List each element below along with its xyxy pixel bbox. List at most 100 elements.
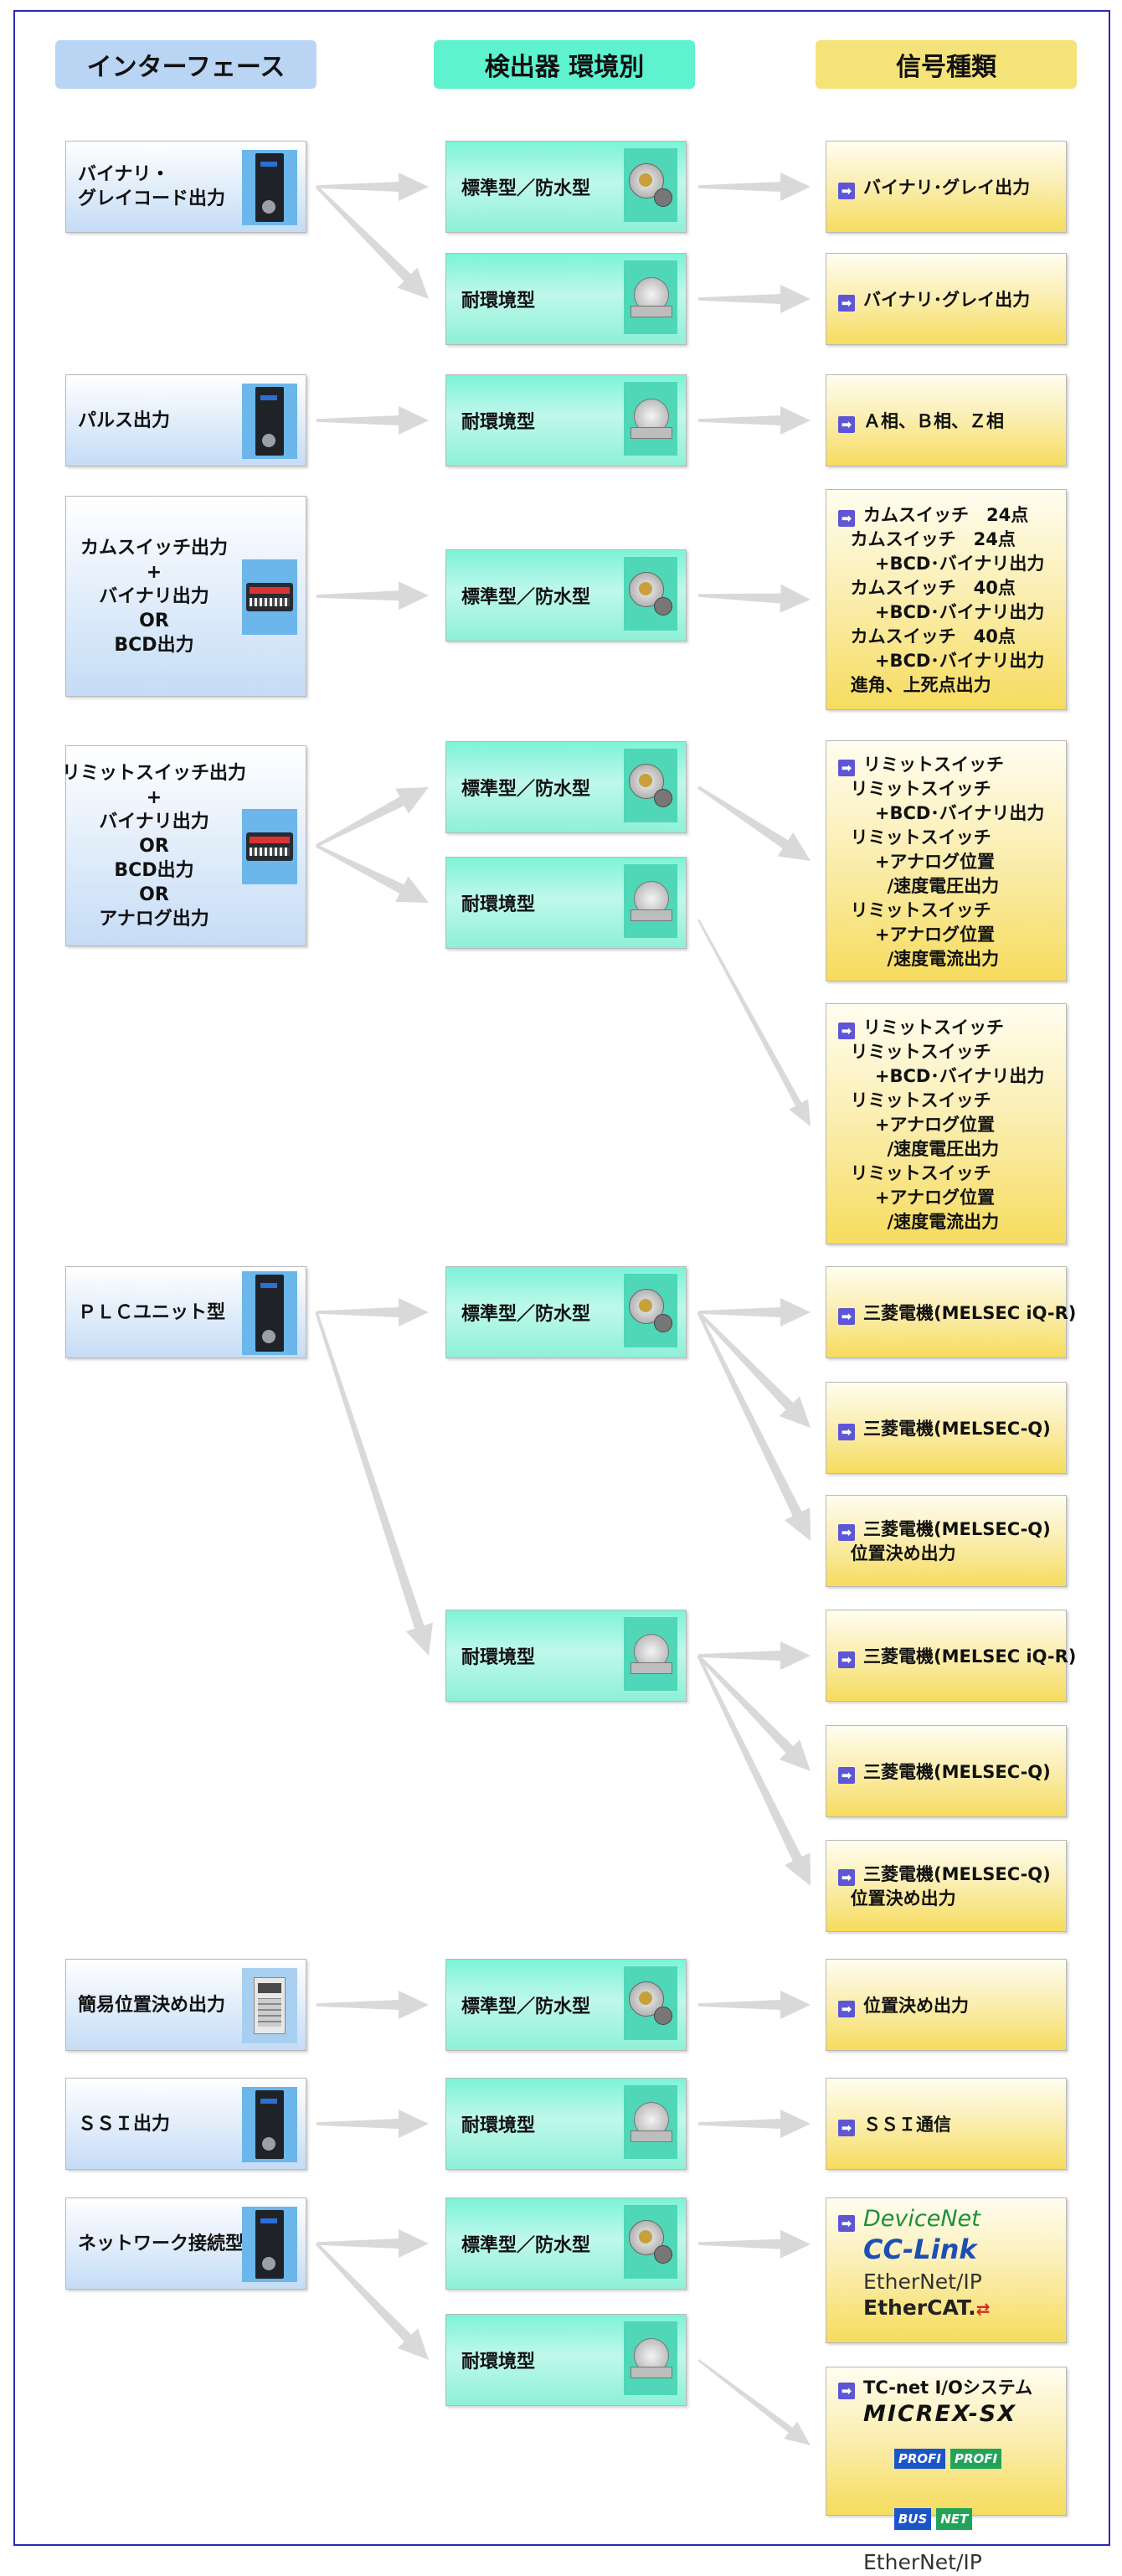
profinet-logo-top: PROFI xyxy=(950,2449,1002,2469)
flow-arrow xyxy=(315,1311,433,1656)
arrow-bullet-icon: ➡ xyxy=(838,294,855,312)
arrow-bullet-icon: ➡ xyxy=(838,1524,855,1541)
absocoder-encoder-icon xyxy=(624,864,677,938)
signal-line: カムスイッチ 40点 xyxy=(838,576,1059,600)
signal-line-text: 三菱電機(MELSEC-Q) xyxy=(863,1418,1051,1439)
interface-label-line: BCD出力 xyxy=(114,859,194,881)
controller-device-icon xyxy=(242,809,297,884)
signal-line-text: リミットスイッチ xyxy=(863,754,1004,775)
flow-arrow xyxy=(697,2229,811,2259)
profinet-logo-bottom: NET xyxy=(936,2508,973,2530)
signal-line: +BCD･バイナリ出力 xyxy=(838,1064,1059,1089)
signal-line-text: /速度電圧出力 xyxy=(838,875,1000,896)
detector-label: 耐環境型 xyxy=(461,291,536,312)
flow-arrow xyxy=(317,173,429,201)
signal-line: カムスイッチ 24点 xyxy=(838,528,1059,552)
interface-label: ＳＳＩ出力 xyxy=(78,2079,170,2169)
signal-line-text: Ａ相、Ｂ相、Ｚ相 xyxy=(863,410,1004,431)
signal-line: ➡カムスイッチ 24点 xyxy=(838,503,1059,528)
arrow-bullet-icon: ➡ xyxy=(838,2215,855,2232)
signal-line: ➡ バイナリ･グレイ出力 xyxy=(838,176,1059,200)
signal-line: ➡三菱電機(MELSEC iQ-R) xyxy=(838,1645,1076,1669)
signal-line-text: 三菱電機(MELSEC-Q) xyxy=(863,1519,1051,1539)
flow-arrow xyxy=(317,1991,429,2019)
signal-line-text: 三菱電機(MELSEC-Q) xyxy=(863,1864,1051,1884)
signal-box: ➡リミットスイッチ リミットスイッチ +BCD･バイナリ出力 リミットスイッチ … xyxy=(826,1003,1067,1244)
detector-label: 耐環境型 xyxy=(461,894,536,915)
absocoder-encoder-icon xyxy=(624,1966,677,2040)
absocoder-encoder-icon xyxy=(624,557,677,631)
signal-box: ➡ バイナリ･グレイ出力 xyxy=(826,141,1067,233)
controller-device-icon xyxy=(242,559,297,635)
signal-line-text: リミットスイッチ xyxy=(838,778,991,799)
signal-text: ➡ ＳＳＩ通信 xyxy=(838,2113,1059,2137)
flow-arrow xyxy=(317,1298,429,1327)
arrow-bullet-icon: ➡ xyxy=(838,1307,855,1325)
detector-box: 耐環境型 xyxy=(445,2314,687,2406)
detector-label: 標準型／防水型 xyxy=(461,178,591,199)
flow-arrow xyxy=(316,581,429,611)
signal-line: 進角、上死点出力 xyxy=(838,673,1059,698)
interface-label-line: ＳＳＩ出力 xyxy=(78,2113,171,2135)
profibus-logo-bottom: BUS xyxy=(893,2508,932,2530)
signal-line-text: 位置決め出力 xyxy=(838,1543,956,1564)
detector-box: 耐環境型 xyxy=(445,2078,687,2170)
interface-box: バイナリ・グレイコード出力 xyxy=(65,141,306,233)
signal-text: ➡リミットスイッチ リミットスイッチ +BCD･バイナリ出力 リミットスイッチ … xyxy=(838,1016,1059,1234)
signal-line: +BCD･バイナリ出力 xyxy=(838,649,1059,673)
flow-arrow xyxy=(315,2242,429,2360)
header-detector: 検出器 環境別 xyxy=(434,40,695,89)
arrow-bullet-icon: ➡ xyxy=(838,2119,855,2136)
signal-line-text: リミットスイッチ xyxy=(838,1041,991,1062)
signal-line: +BCD･バイナリ出力 xyxy=(838,801,1059,826)
arrow-bullet-icon: ➡ xyxy=(838,182,855,199)
interface-label-line: OR xyxy=(139,884,169,905)
signal-line-text: +アナログ位置 xyxy=(838,924,996,945)
interface-label-line: グレイコード出力 xyxy=(78,188,226,209)
interface-label-line: カムスイッチ出力 xyxy=(80,537,228,559)
signal-line-text: バイナリ･グレイ出力 xyxy=(863,177,1031,198)
signal-line-text: ＳＳＩ通信 xyxy=(863,2114,951,2135)
arrow-bullet-icon: ➡ xyxy=(838,510,855,527)
detector-box: 標準型／防水型 xyxy=(445,1959,687,2051)
detector-box: 耐環境型 xyxy=(445,253,687,345)
detector-box: 標準型／防水型 xyxy=(445,2197,687,2290)
interface-label-line: OR xyxy=(139,835,169,857)
signal-line-text: 位置決め出力 xyxy=(863,1995,969,2016)
interface-label: パルス出力 xyxy=(78,375,170,466)
signal-line: +アナログ位置 xyxy=(838,923,1059,947)
flow-arrow xyxy=(697,2359,811,2445)
signal-line-text: カムスイッチ 40点 xyxy=(838,578,1016,598)
interface-box: ＳＳＩ出力 xyxy=(65,2078,306,2170)
detector-box: 耐環境型 xyxy=(445,374,687,466)
signal-line-text: カムスイッチ 24点 xyxy=(838,529,1016,549)
signal-line-text: バイナリ･グレイ出力 xyxy=(863,289,1031,310)
detector-label: 標準型／防水型 xyxy=(461,1996,591,2017)
diagram-frame xyxy=(13,10,1110,2546)
signal-line: カムスイッチ 40点 xyxy=(838,625,1059,649)
signal-line: リミットスイッチ xyxy=(838,899,1059,923)
signal-text: ➡三菱電機(MELSEC iQ-R) xyxy=(838,1301,1076,1326)
interface-box: ＰＬＣユニット型 xyxy=(65,1266,306,1358)
interface-box: パルス出力 xyxy=(65,374,306,466)
arrow-bullet-icon: ➡ xyxy=(838,415,855,433)
interface-label-line: リミットスイッチ出力 xyxy=(62,762,247,784)
signal-line-text: 進角、上死点出力 xyxy=(838,675,991,695)
signal-line: /速度電圧出力 xyxy=(838,1137,1059,1162)
absocoder-encoder-icon xyxy=(624,148,677,222)
detector-label: 耐環境型 xyxy=(461,1647,536,1668)
interface-label-line: OR xyxy=(139,610,169,631)
signal-line-text: リミットスイッチ xyxy=(838,1162,991,1183)
header-signal: 信号種類 xyxy=(816,40,1077,89)
signal-line: /速度電圧出力 xyxy=(838,874,1059,899)
signal-box: ➡三菱電機(MELSEC iQ-R) xyxy=(826,1610,1076,1702)
signal-line: リミットスイッチ xyxy=(838,826,1059,850)
signal-line: ➡ Ａ相、Ｂ相、Ｚ相 xyxy=(838,410,1059,434)
detector-label: 標準型／防水型 xyxy=(461,779,591,800)
absocoder-encoder-icon xyxy=(624,749,677,822)
arrow-bullet-icon: ➡ xyxy=(838,2383,855,2399)
signal-text: ➡カムスイッチ 24点 カムスイッチ 24点 +BCD･バイナリ出力 カムスイッ… xyxy=(838,503,1059,698)
signal-line: 位置決め出力 xyxy=(838,1542,1059,1566)
